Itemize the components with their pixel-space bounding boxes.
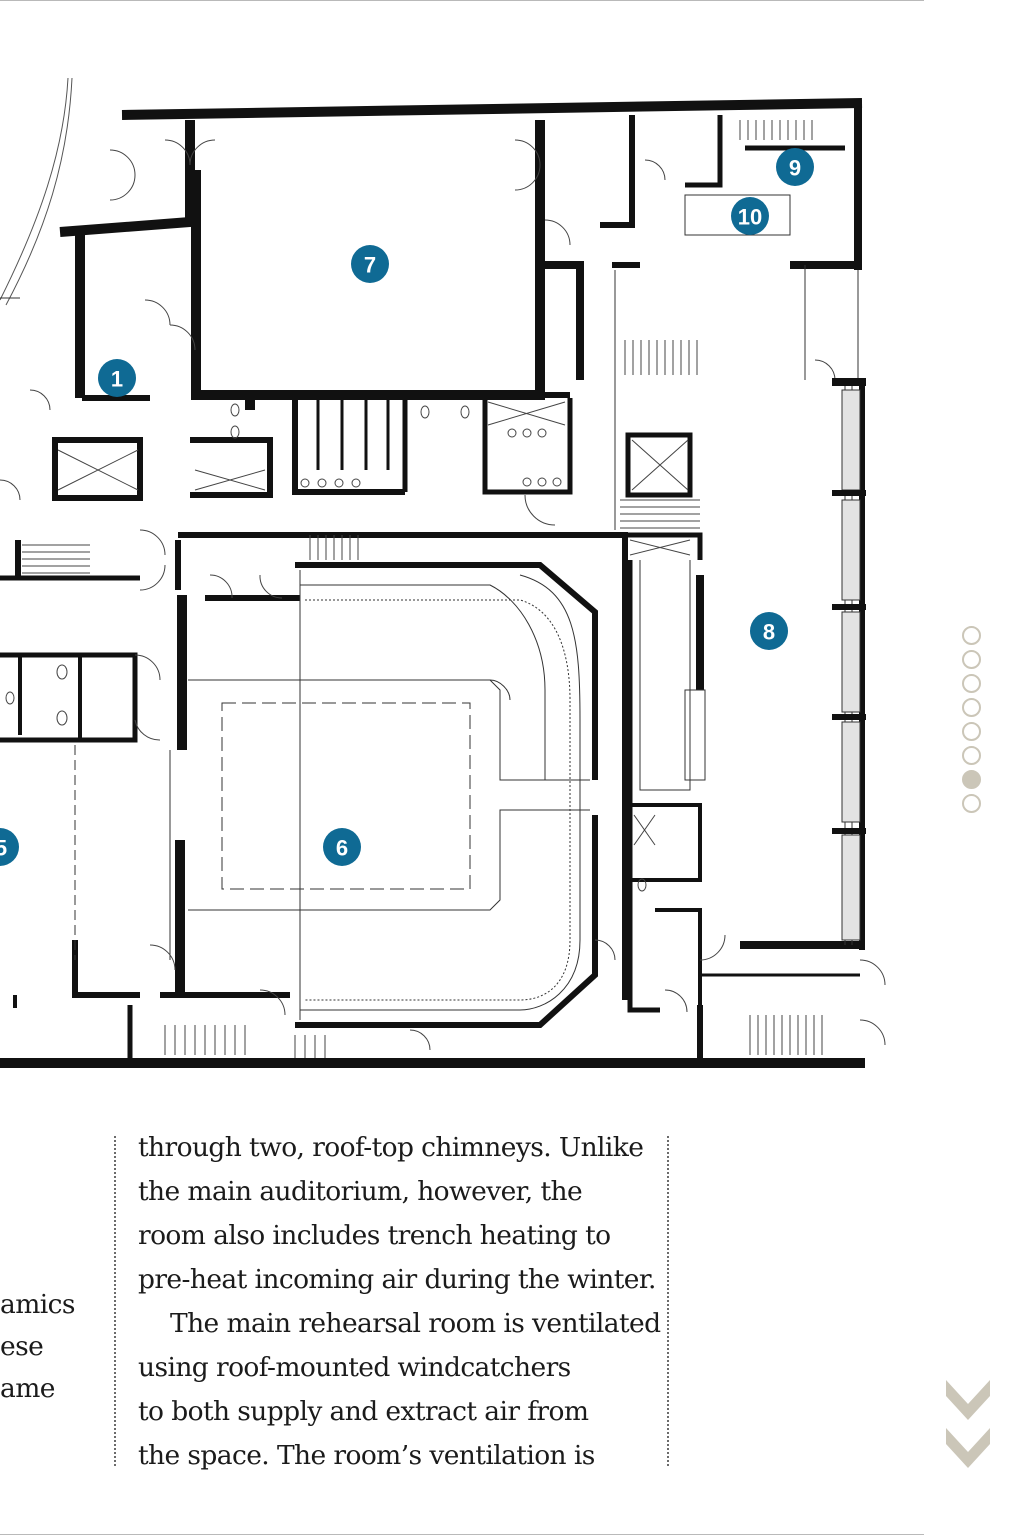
page-indicator: [962, 626, 988, 818]
svg-text:7: 7: [364, 253, 376, 278]
page-dot[interactable]: [962, 722, 981, 741]
left-fragment-line: amics: [0, 1289, 75, 1320]
page-dot[interactable]: [962, 674, 981, 693]
body-text-column: through two, roof-top chimneys. Unlike t…: [138, 1126, 668, 1478]
bottom-rule: [0, 1534, 924, 1535]
floor-plan: 1 5 6 7 8 9 10: [0, 77, 886, 1068]
page-dot[interactable]: [962, 698, 981, 717]
svg-text:6: 6: [336, 836, 348, 861]
plan-marker-7: 7: [351, 245, 389, 283]
plan-marker-10: 10: [731, 197, 769, 235]
left-column-fragment: amics ese ame: [0, 1284, 90, 1410]
svg-text:5: 5: [0, 836, 7, 861]
double-chevron-down-icon[interactable]: [944, 1378, 992, 1474]
left-fragment-line: ame: [0, 1373, 55, 1404]
svg-text:9: 9: [789, 156, 801, 181]
plan-marker-6: 6: [323, 828, 361, 866]
top-rule: [0, 0, 924, 1]
page-dot[interactable]: [962, 794, 981, 813]
page-dot[interactable]: [962, 650, 981, 669]
body-text-line: the main auditorium, however, the: [138, 1176, 583, 1207]
svg-text:8: 8: [763, 620, 775, 645]
body-text-line: room also includes trench heating to: [138, 1220, 611, 1251]
page-dot[interactable]: [962, 626, 981, 645]
plan-marker-1: 1: [98, 359, 136, 397]
body-text-line: to both supply and extract air from: [138, 1396, 589, 1427]
body-text-line: using roof-mounted windcatchers: [138, 1352, 571, 1383]
left-fragment-line: ese: [0, 1331, 44, 1362]
body-text-line: The main rehearsal room is ventilated: [170, 1308, 661, 1339]
svg-text:10: 10: [738, 205, 762, 230]
plan-marker-9: 9: [776, 148, 814, 186]
svg-text:1: 1: [111, 367, 123, 392]
page-dot[interactable]: [962, 746, 981, 765]
column-divider-left: [114, 1136, 116, 1466]
plan-marker-5: 5: [0, 828, 19, 866]
body-text-line: pre-heat incoming air during the winter.: [138, 1264, 656, 1295]
page-dot[interactable]: [962, 770, 981, 789]
column-divider-right: [667, 1136, 669, 1466]
body-text-line: the space. The room’s ventilation is: [138, 1440, 595, 1471]
body-text-line: through two, roof-top chimneys. Unlike: [138, 1132, 644, 1163]
plan-marker-8: 8: [750, 612, 788, 650]
